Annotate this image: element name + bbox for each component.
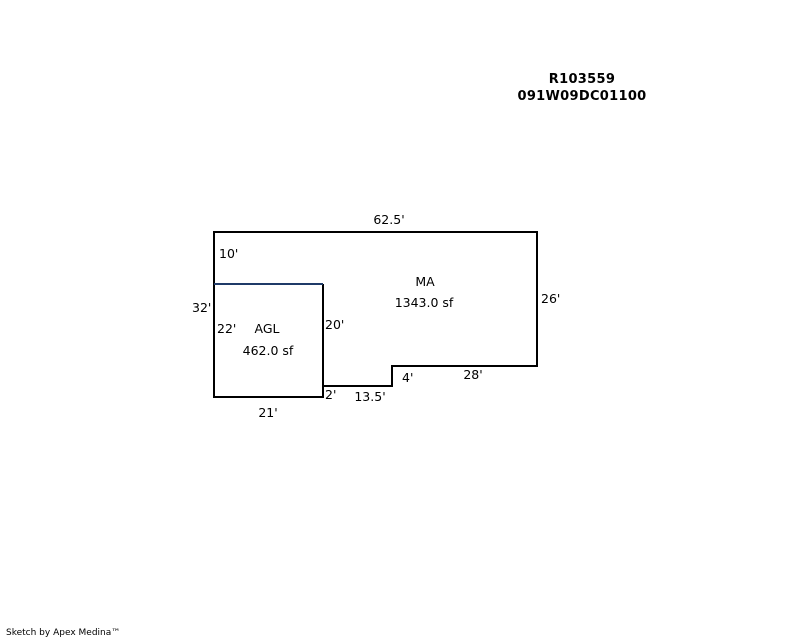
ma-label: MA: [415, 274, 435, 289]
agl-outline: [213, 284, 324, 398]
ma-outline: [213, 231, 538, 387]
dim-ma-left-total: 32': [192, 300, 211, 315]
dim-ma-right: 26': [541, 291, 560, 306]
dim-ma-left-upper: 10': [219, 246, 238, 261]
dim-ma-notch-right: 28': [463, 367, 482, 382]
dim-ma-top: 62.5': [373, 212, 404, 227]
parcel-number: 091W09DC01100: [517, 89, 647, 104]
ma-area: 1343.0 sf: [395, 295, 454, 310]
sketch-credit: Sketch by Apex Medina™: [6, 628, 121, 638]
dim-agl-bottom: 21': [258, 405, 277, 420]
dim-ma-notch-step: 4': [402, 370, 413, 385]
agl-label: AGL: [255, 321, 280, 336]
dim-agl-right: 20': [325, 317, 344, 332]
dim-ma-small-step: 2': [325, 387, 336, 402]
dim-ma-notch-bottom: 13.5': [354, 389, 385, 404]
agl-area: 462.0 sf: [243, 343, 294, 358]
dim-agl-left: 22': [217, 321, 236, 336]
record-id: R103559: [548, 72, 616, 87]
